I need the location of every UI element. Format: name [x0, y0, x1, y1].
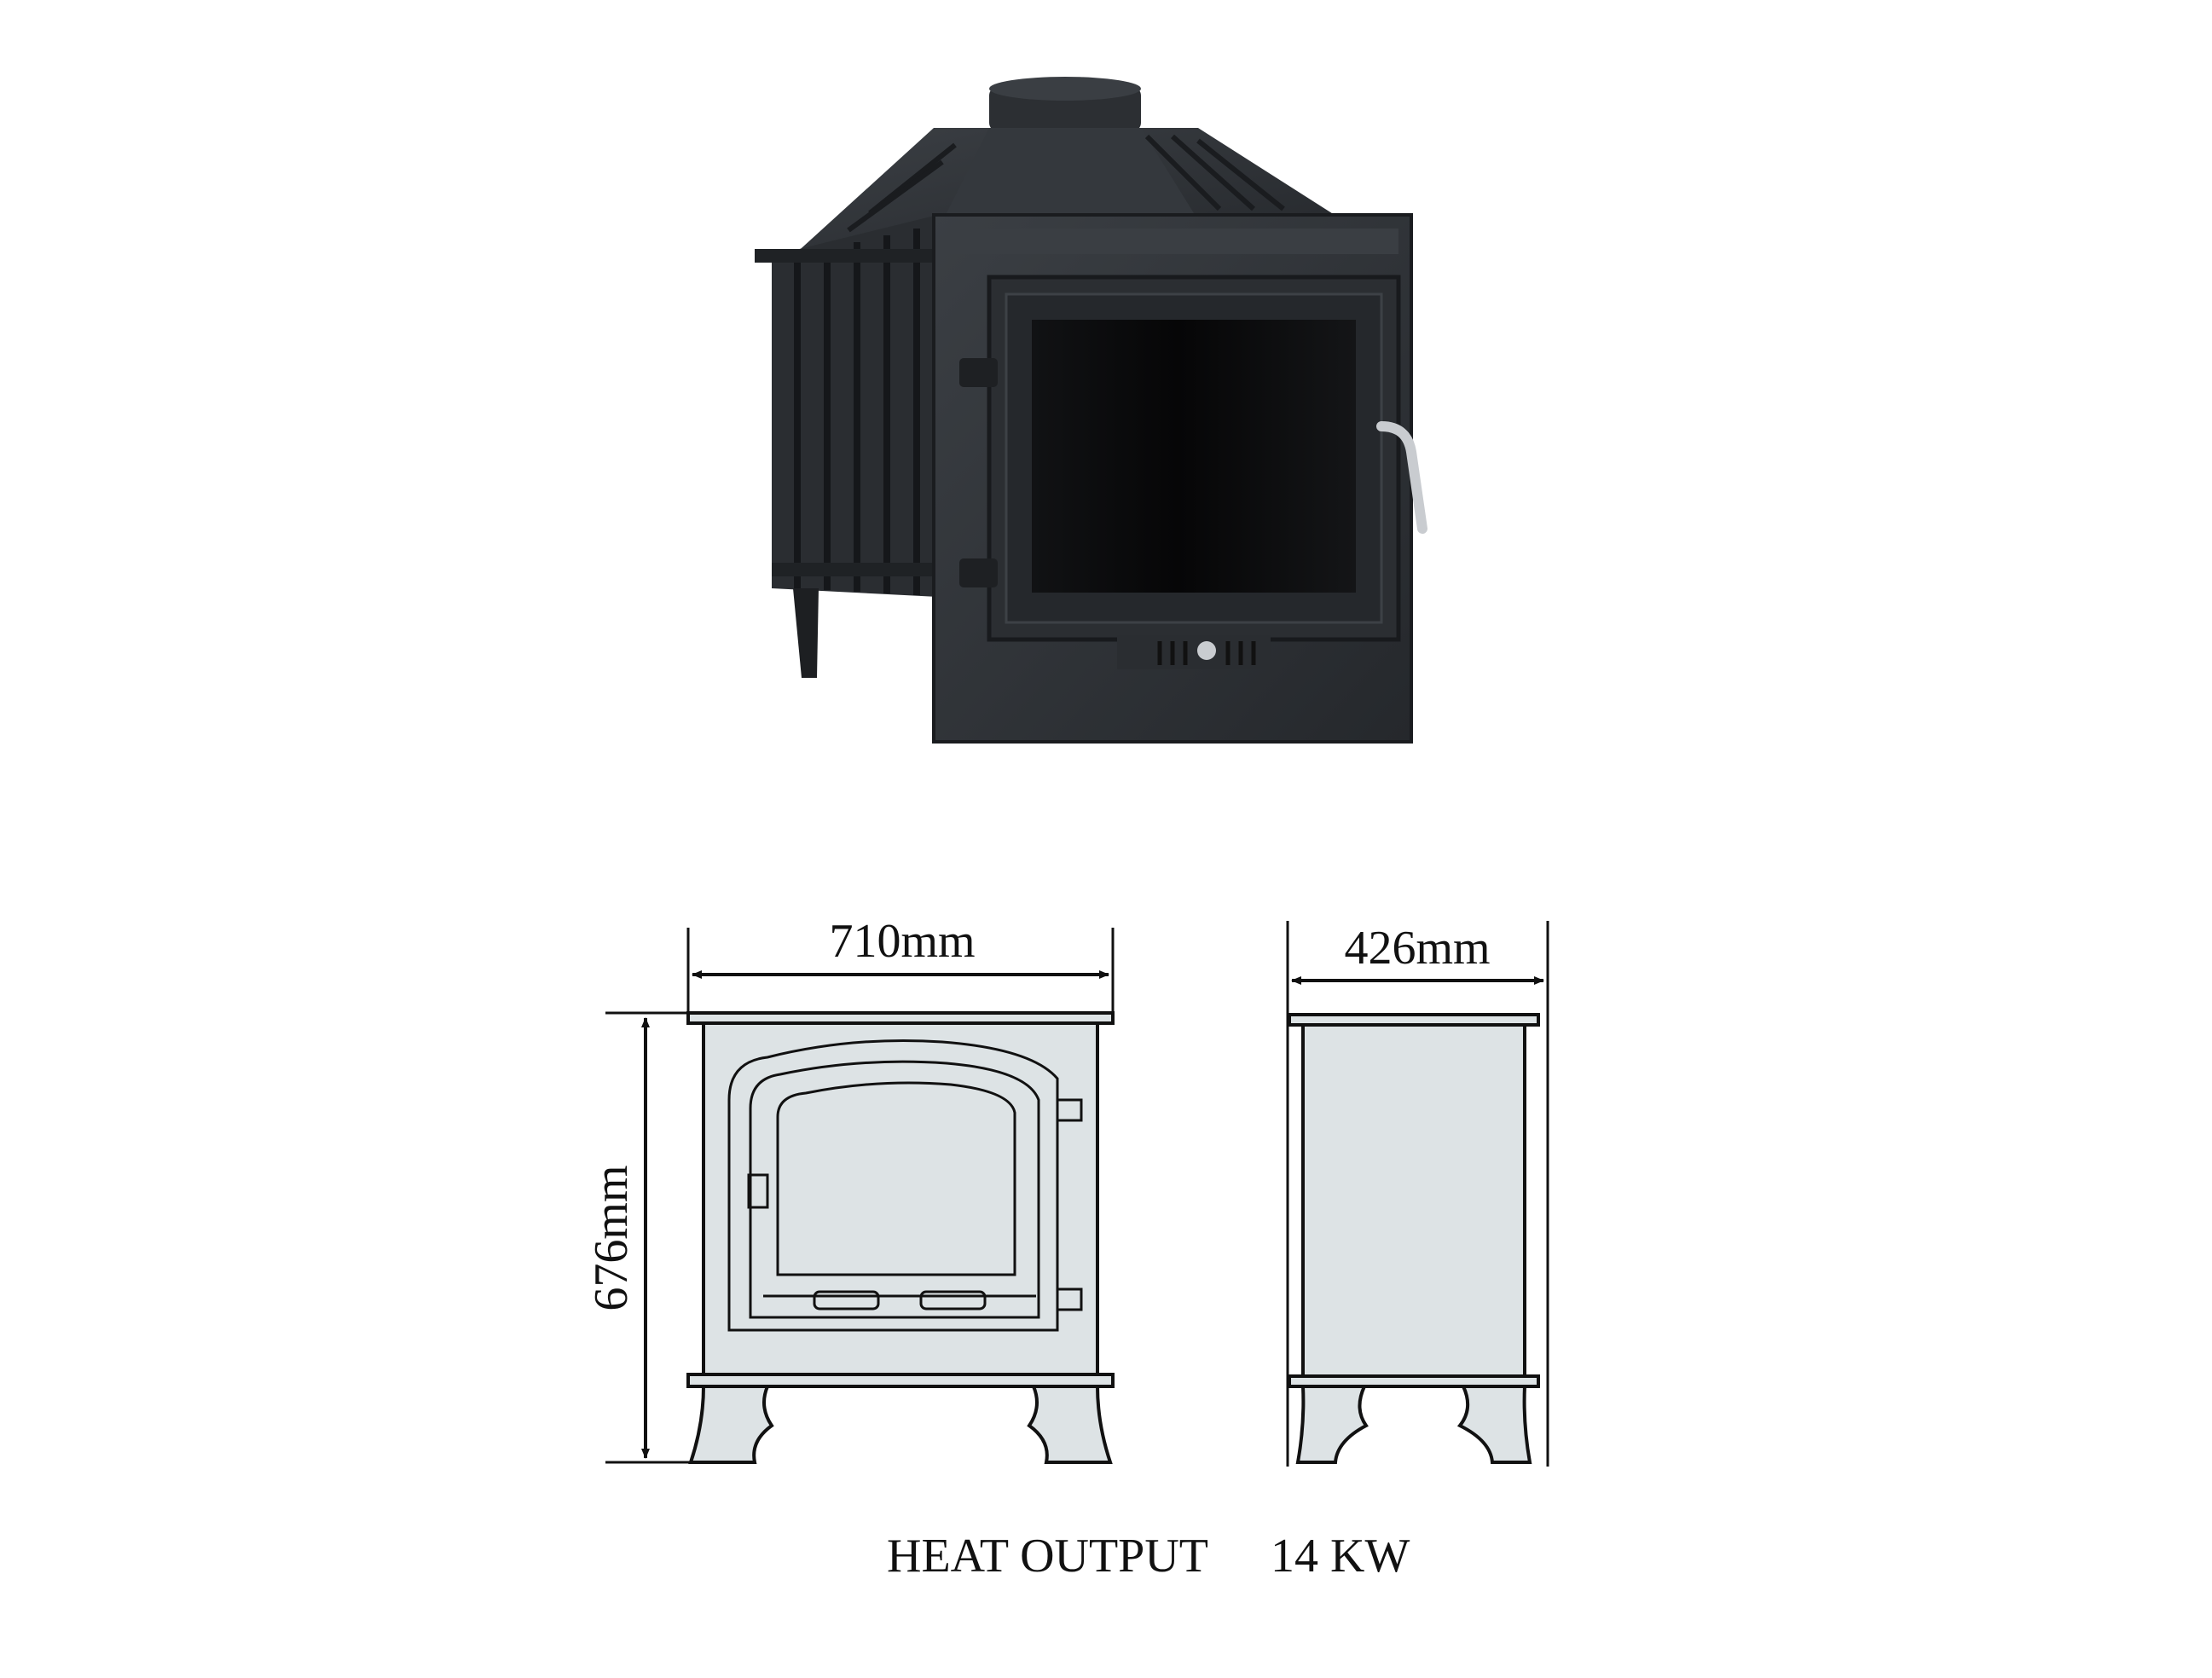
cast-iron-fireplace-insert-icon [755, 77, 1427, 744]
heat-output-label: HEAT OUTPUT [887, 1530, 1208, 1583]
front-view-drawing: 710mm 676mm [585, 915, 1115, 1464]
side-view-drawing: 426mm [1286, 921, 1549, 1467]
height-dimension-label: 676mm [585, 1165, 638, 1311]
heat-output-value: 14 KW [1271, 1530, 1410, 1583]
heat-output-spec: HEAT OUTPUT 14 KW [887, 1530, 1410, 1583]
depth-dimension-label: 426mm [1344, 922, 1490, 975]
width-dimension-label: 710mm [829, 915, 975, 968]
